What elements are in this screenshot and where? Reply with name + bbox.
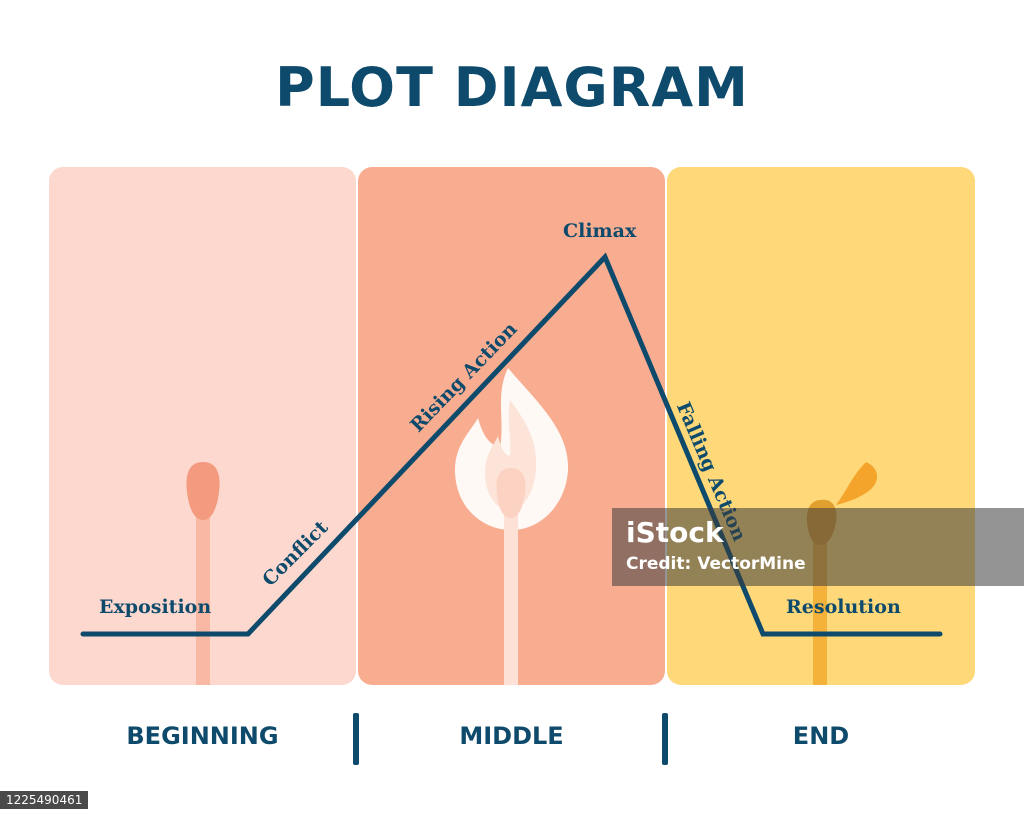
climax-label: Climax — [563, 220, 637, 242]
lit-match-icon — [455, 368, 569, 685]
section-beginning: BEGINNING — [126, 722, 279, 750]
resolution-label: Resolution — [786, 596, 901, 618]
section-end: END — [792, 722, 850, 750]
watermark-logo: iStock — [626, 516, 724, 549]
plot-line — [80, 252, 943, 637]
page-title: PLOT DIAGRAM — [275, 56, 749, 119]
section-divider — [353, 713, 359, 765]
watermark-credit: Credit: VectorMine — [626, 554, 806, 574]
watermark: iStock Credit: VectorMine — [612, 508, 1024, 586]
section-divider — [662, 713, 668, 765]
image-id: 1225490461 — [0, 791, 89, 809]
section-middle: MIDDLE — [459, 722, 564, 750]
unlit-match-icon — [186, 462, 220, 685]
exposition-label: Exposition — [99, 596, 212, 618]
